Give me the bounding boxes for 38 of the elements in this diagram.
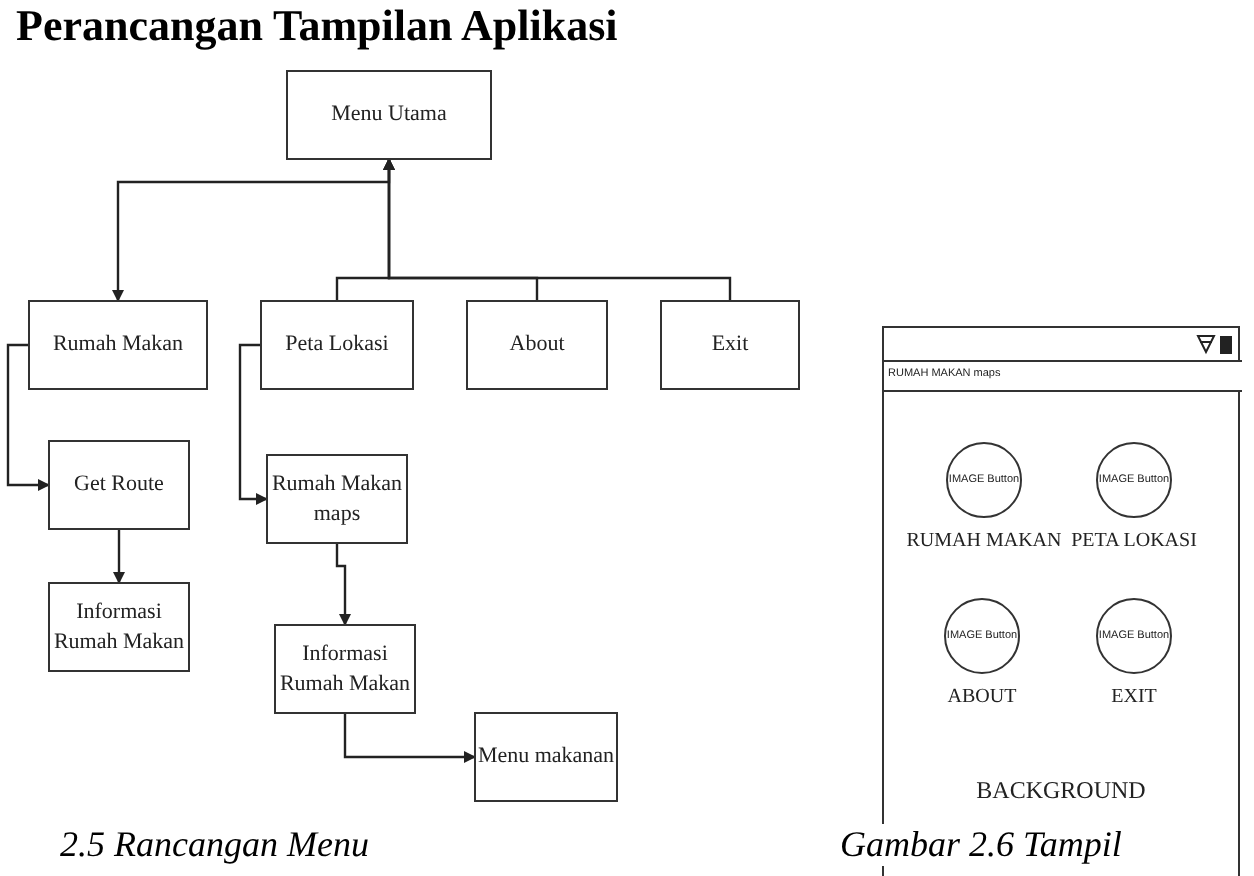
node-label: Get Route	[74, 470, 164, 500]
process-box	[660, 300, 800, 390]
process-box	[28, 300, 208, 390]
section-heading: Perancangan Tampilan Aplikasi	[16, 0, 618, 52]
process-box	[474, 712, 618, 802]
node-label: About	[509, 330, 565, 360]
arrow	[6, 343, 50, 491]
node-label: Rumah Makan	[52, 330, 184, 360]
button-caption: RUMAH MAKAN	[906, 528, 1062, 554]
app-title-bar	[884, 360, 1242, 392]
figure-caption: Gambar 2.6 Tampil	[840, 824, 1122, 866]
button-caption: EXIT	[1111, 684, 1157, 710]
process-box	[48, 582, 190, 672]
image-button-circle	[944, 598, 1020, 674]
process-box	[286, 70, 492, 160]
arrow	[113, 530, 125, 584]
image-button-circle	[1096, 442, 1172, 518]
background-label: BACKGROUND	[974, 776, 1148, 808]
button-caption: PETA LOKASI	[1071, 528, 1197, 554]
node-label: Peta Lokasi	[285, 330, 389, 360]
process-box	[466, 300, 608, 390]
node-label: Menu makanan	[477, 742, 615, 772]
arrow	[343, 714, 476, 763]
process-box	[274, 624, 416, 714]
arrow	[383, 158, 732, 300]
process-box	[48, 440, 190, 530]
node-label: Rumah Makan maps	[269, 470, 405, 528]
image-button-circle	[946, 442, 1022, 518]
image-button-circle	[1096, 598, 1172, 674]
node-label: Exit	[711, 330, 749, 360]
button-caption: ABOUT	[947, 684, 1017, 710]
node-label: Menu Utama	[331, 100, 447, 130]
arrow	[335, 544, 351, 626]
process-box	[260, 300, 414, 390]
arrow	[238, 343, 268, 505]
process-box	[266, 454, 408, 544]
node-label: Informasi Rumah Makan	[277, 640, 413, 698]
node-label: Informasi Rumah Makan	[51, 598, 187, 656]
